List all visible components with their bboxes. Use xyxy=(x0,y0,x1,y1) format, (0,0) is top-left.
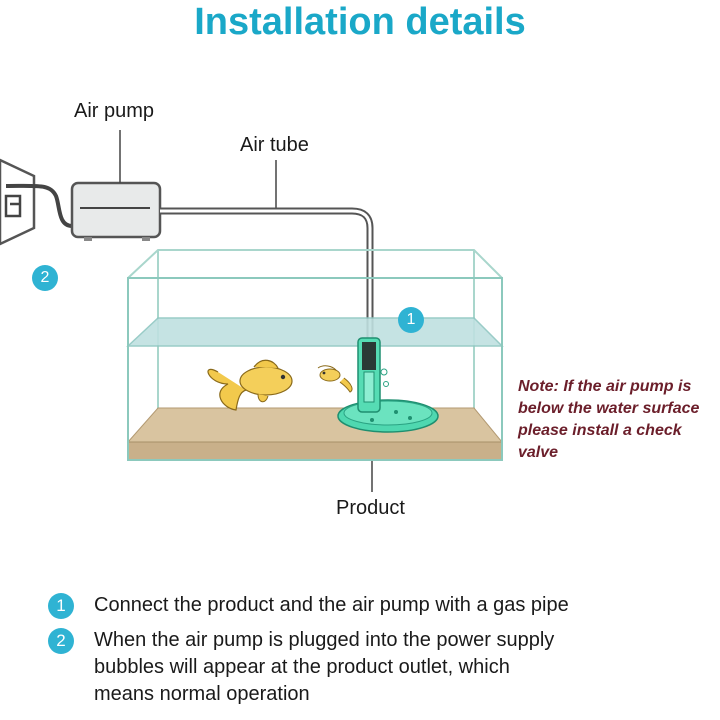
power-cord xyxy=(5,183,73,228)
air-pump-label: Air pump xyxy=(74,100,155,122)
check-valve-note: Note: If the air pump is below the water… xyxy=(518,378,700,461)
product-device xyxy=(337,337,439,433)
step-item: 1 Connect the product and the air pump w… xyxy=(48,592,720,619)
goldfish-large xyxy=(207,359,293,411)
step-number-badge: 1 xyxy=(48,593,74,619)
goldfish-small xyxy=(317,365,353,393)
product-label: Product xyxy=(336,497,405,519)
sand-bed xyxy=(126,407,504,443)
step-number-badge: 2 xyxy=(48,628,74,654)
page-title: Installation details xyxy=(194,1,526,43)
product-marker-badge: 1 xyxy=(398,307,424,333)
water-surface xyxy=(126,317,504,347)
step-text: When the air pump is plugged into the po… xyxy=(94,629,555,705)
step-text: Connect the product and the air pump wit… xyxy=(94,594,569,616)
air-tube-label: Air tube xyxy=(240,134,309,156)
step-item: 2 When the air pump is plugged into the … xyxy=(48,627,720,708)
air-pump xyxy=(70,181,162,241)
outlet-marker-badge: 2 xyxy=(32,265,58,291)
power-outlet xyxy=(0,158,36,246)
instruction-steps: 1 Connect the product and the air pump w… xyxy=(48,592,720,716)
